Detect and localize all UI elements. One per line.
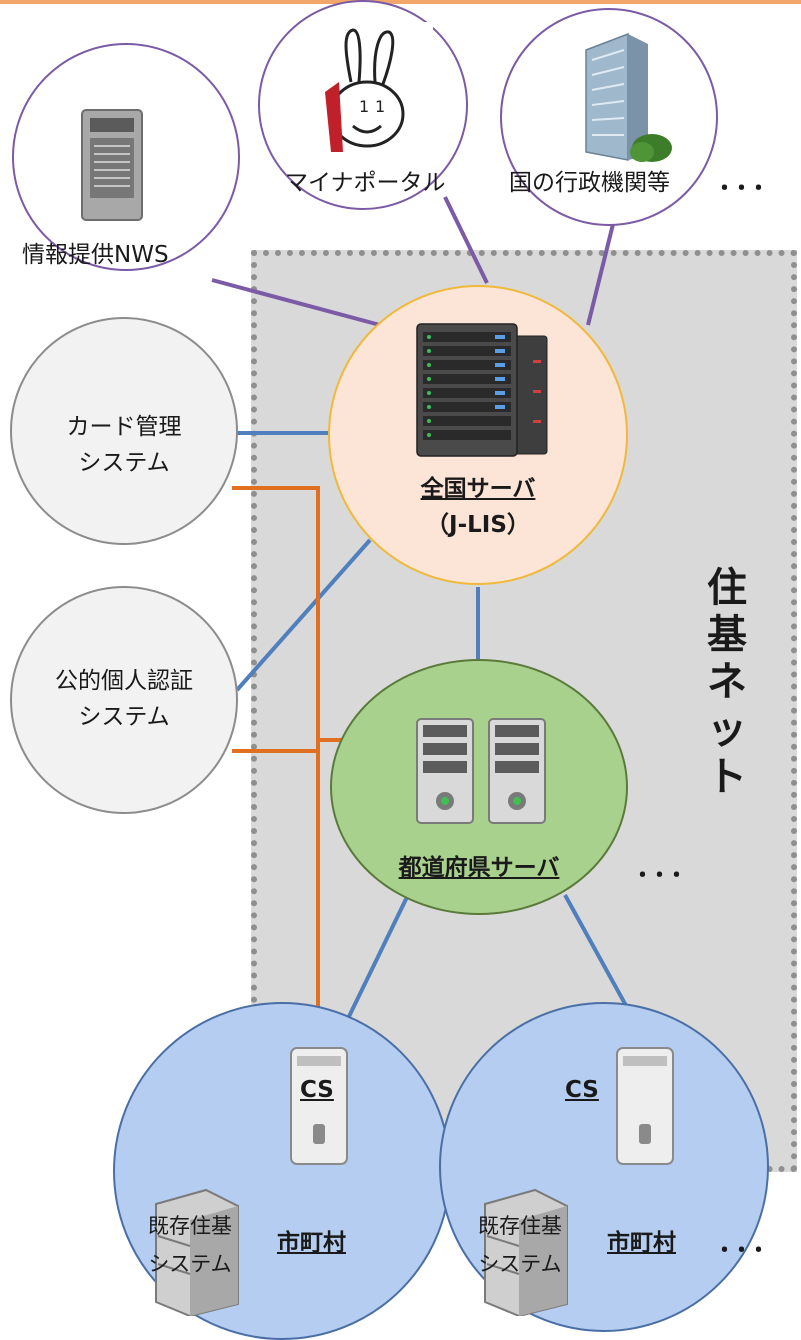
national-server-label: 全国サーバ [420, 476, 536, 502]
gov-agencies-label: 国の行政機関等 [509, 170, 670, 196]
municipality-left-label: 市町村 [277, 1230, 346, 1256]
link-nws-national [211, 278, 381, 327]
link-pki-national [235, 538, 372, 692]
municipality-right-label: 市町村 [607, 1230, 676, 1256]
office-building-icon [585, 32, 672, 162]
gov-ellipsis: ･･･ [718, 174, 770, 204]
server-rack-icon [416, 323, 548, 457]
cs-left-label: CS [300, 1077, 334, 1103]
pki-label-1: 公的個人認証 [55, 668, 193, 694]
card-mgmt-label-1: カード管理 [66, 414, 182, 440]
card-mgmt-label-2: システム [78, 450, 170, 476]
pc-tower-icon [616, 1047, 674, 1165]
prefecture-server-node [330, 659, 628, 915]
prefecture-ellipsis: ･･･ [636, 861, 688, 891]
legacy-server-icon [155, 1188, 239, 1316]
info-nws-node [12, 43, 240, 271]
prefecture-server-label: 都道府県サーバ [398, 855, 560, 881]
national-server-sublabel: （J-LIS） [426, 512, 530, 538]
info-nws-label: 情報提供NWS [22, 242, 169, 268]
legacy-right-label-1: 既存住基 [478, 1214, 562, 1238]
link-prefecture-cs-left [338, 894, 410, 1036]
cs-right-label: CS [565, 1077, 599, 1103]
pki-node [10, 586, 238, 814]
municipality-right-node [439, 1002, 769, 1332]
link-mynaportal-national [443, 196, 489, 284]
svg-text:1: 1 [375, 97, 385, 116]
card-mgmt-node [10, 317, 238, 545]
server-unit-icon [488, 718, 546, 824]
pc-tower-icon [290, 1047, 348, 1165]
server-unit-icon [416, 718, 474, 824]
legacy-right-label-2: システム [478, 1252, 562, 1276]
municipality-ellipsis: ･･･ [718, 1236, 770, 1266]
link-gov-national [586, 207, 619, 326]
legacy-left-label-1: 既存住基 [148, 1214, 232, 1238]
rabbit-mascot-icon: 1 1 [305, 22, 433, 162]
legacy-server-icon [484, 1188, 568, 1316]
server-tower-icon [81, 109, 143, 221]
legacy-left-label-2: システム [148, 1252, 232, 1276]
mynaportal-label: マイナポータル [285, 170, 446, 196]
link-card-cs [232, 486, 320, 1072]
top-accent-bar [0, 0, 801, 4]
jukinet-label: 住 基 ネ ッ ト [707, 565, 747, 800]
pki-label-2: システム [78, 704, 170, 730]
svg-text:1: 1 [359, 97, 369, 116]
